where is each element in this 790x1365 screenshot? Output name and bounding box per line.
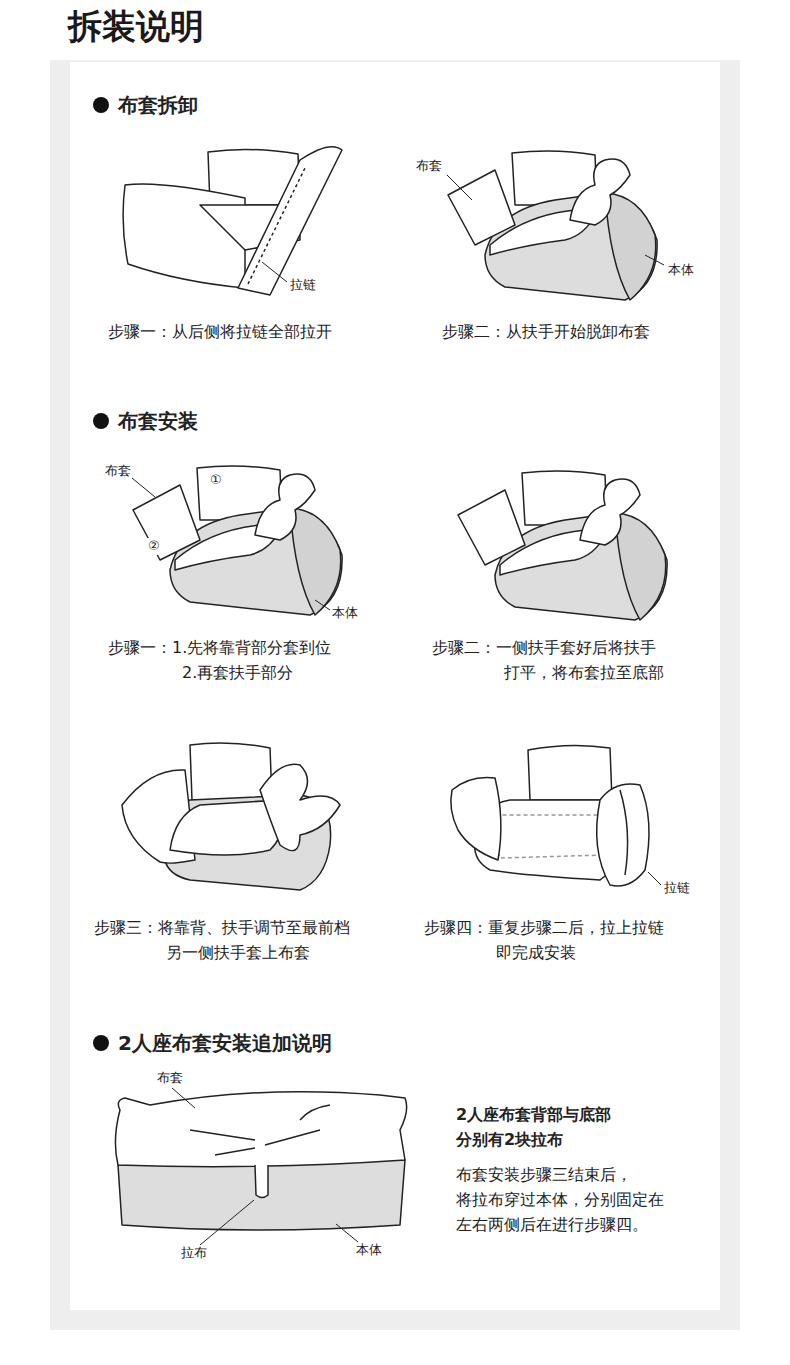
- section-heading: 2人座布套安装追加说明: [117, 1030, 333, 1056]
- part-label: 本体: [331, 605, 359, 622]
- part-label: 拉链: [663, 880, 691, 897]
- part-label: 布套: [156, 1070, 184, 1087]
- step-text: 步骤一：从后侧将拉链全部拉开: [107, 322, 333, 343]
- step-text: 步骤四：重复步骤二后，拉上拉链: [423, 918, 665, 939]
- step-text: 另一侧扶手套上布套: [165, 943, 311, 964]
- step-text: 2.再套扶手部分: [181, 663, 294, 684]
- step-text: 步骤二：一侧扶手套好后将扶手: [431, 638, 657, 659]
- step-text: 步骤三：将靠背、扶手调节至最前档: [93, 918, 351, 939]
- callout-number: ②: [147, 538, 161, 555]
- step-text: 步骤一：1.先将靠背部分套到位: [107, 638, 332, 659]
- section-heading: 布套拆卸: [117, 92, 199, 118]
- step-text: 即完成安装: [495, 943, 577, 964]
- part-label: 布套: [104, 463, 132, 480]
- part-label: 拉链: [289, 277, 317, 294]
- callout-number: ①: [209, 472, 223, 489]
- page-title: 拆装说明: [68, 6, 204, 47]
- note-heading: 分别有2块拉布: [455, 1130, 564, 1151]
- part-label: 本体: [355, 1242, 383, 1259]
- part-label: 布套: [415, 158, 443, 175]
- note-text: 将拉布穿过本体，分别固定在: [455, 1190, 665, 1211]
- note-text: 左右两侧后在进行步骤四。: [455, 1215, 649, 1236]
- step-text: 步骤二：从扶手开始脱卸布套: [441, 322, 651, 343]
- section-heading: 布套安装: [117, 408, 199, 434]
- note-text: 布套安装步骤三结束后，: [455, 1165, 633, 1186]
- note-heading: 2人座布套背部与底部: [455, 1105, 612, 1126]
- step-text: 打平，将布套拉至底部: [503, 663, 665, 684]
- part-label: 本体: [667, 262, 695, 279]
- part-label: 拉布: [180, 1245, 208, 1262]
